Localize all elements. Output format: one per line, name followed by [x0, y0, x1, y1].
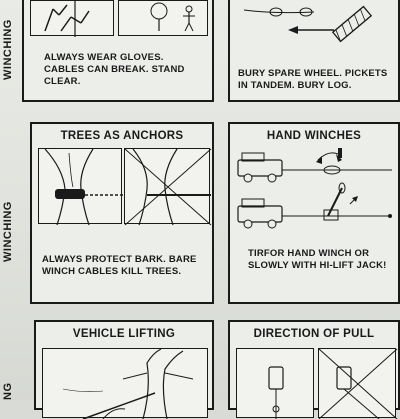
caption-line: WINCH CABLES KILL TREES. — [42, 266, 182, 277]
card-gloves: ALWAYS WEAR GLOVES. CABLES CAN BREAK. ST… — [22, 0, 214, 102]
vehicle-lifting-illustration — [42, 348, 208, 419]
gloves-illustration-left — [30, 0, 114, 37]
side-label-winching-top: WINCHING — [2, 19, 14, 80]
card-title: HAND WINCHES — [266, 130, 362, 142]
gloves-caption: ALWAYS WEAR GLOVES. CABLES CAN BREAK. ST… — [44, 52, 185, 88]
caption-line: IN TANDEM. BURY LOG. — [238, 80, 352, 91]
trees-illustration-left — [38, 148, 123, 226]
caption-line: CABLES CAN BREAK. STAND — [44, 64, 185, 75]
protected-tree-icon — [44, 148, 123, 226]
unprotected-tree-icon — [124, 148, 212, 226]
lifting-tree-icon — [62, 348, 194, 419]
caption-line: CLEAR. — [44, 76, 81, 87]
vehicle-icon — [237, 152, 283, 183]
side-label-winching-middle: WINCHING — [2, 201, 14, 262]
card-direction-of-pull: DIRECTION OF PULL — [228, 320, 400, 419]
caption-line: ALWAYS WEAR GLOVES. — [44, 52, 164, 63]
hand-winch-illustration — [237, 148, 392, 229]
direction-illustration-left — [236, 348, 314, 419]
caption-line: TIRFOR HAND WINCH OR — [248, 248, 370, 259]
bury-illustration — [234, 0, 394, 52]
bury-caption: BURY SPARE WHEEL. PICKETS IN TANDEM. BUR… — [238, 68, 387, 92]
angled-pull-crossed-icon — [318, 348, 398, 419]
caption-line: SLOWLY WITH HI-LIFT JACK! — [248, 260, 387, 271]
card-vehicle-lifting: VEHICLE LIFTING — [34, 320, 214, 419]
tree-and-person-icon — [150, 2, 195, 32]
hand-winches-caption: TIRFOR HAND WINCH OR SLOWLY WITH HI-LIFT… — [248, 248, 387, 272]
card-title: TREES AS ANCHORS — [60, 130, 184, 142]
straight-pull-icon — [268, 366, 284, 419]
caption-line: BURY SPARE WHEEL. PICKETS — [238, 68, 388, 79]
bury-anchor-icon — [243, 5, 373, 43]
card-title: DIRECTION OF PULL — [253, 328, 375, 340]
card-title: VEHICLE LIFTING — [72, 328, 176, 340]
card-bury: BURY SPARE WHEEL. PICKETS IN TANDEM. BUR… — [228, 0, 400, 102]
card-hand-winches: HAND WINCHES — [228, 122, 400, 304]
card-trees-as-anchors: TREES AS ANCHORS ALWAYS PROTECT BARK. BA… — [30, 122, 214, 304]
glove-hand-icon — [44, 1, 90, 37]
side-label-bottom: NG — [2, 382, 14, 401]
caption-line: ALWAYS PROTECT BARK. BARE — [42, 254, 197, 265]
vehicle-icon — [237, 198, 283, 229]
gloves-illustration-right — [118, 0, 208, 36]
trees-caption: ALWAYS PROTECT BARK. BARE WINCH CABLES K… — [42, 254, 197, 278]
trees-illustration-right — [124, 148, 212, 226]
direction-illustration-right — [318, 348, 398, 419]
